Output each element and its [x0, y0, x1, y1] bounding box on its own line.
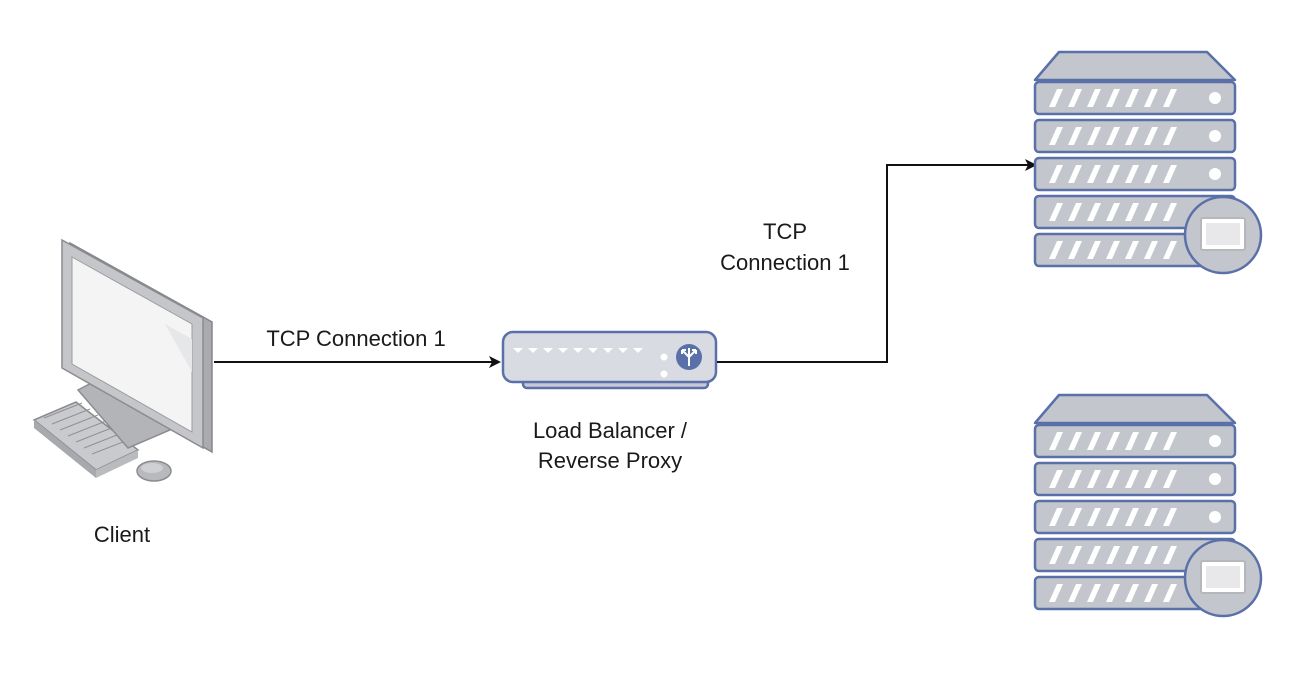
server-monitor-badge — [1183, 538, 1263, 618]
client-label: Client — [94, 522, 150, 547]
edge-lb-to-server — [717, 159, 1037, 363]
server-unit — [1033, 461, 1237, 497]
load-balancer-label-line2: Reverse Proxy — [538, 448, 682, 473]
load-balancer-icon — [501, 330, 718, 390]
keyboard-icon — [32, 401, 140, 478]
server-top-icon — [1033, 50, 1263, 275]
server-monitor-badge — [1183, 195, 1263, 275]
server-cap — [1033, 50, 1237, 82]
edge-client-to-lb-label: TCP Connection 1 — [266, 326, 445, 351]
server-cap — [1033, 393, 1237, 425]
load-balancer-label-line1: Load Balancer / — [533, 418, 688, 443]
server-unit — [1033, 423, 1237, 459]
server-unit — [1033, 156, 1237, 192]
edge-lb-to-server-label-line1: TCP — [763, 219, 807, 244]
mouse-icon — [136, 460, 172, 482]
client-computer-icon — [32, 238, 213, 482]
server-unit — [1033, 499, 1237, 535]
server-unit — [1033, 80, 1237, 116]
server-unit — [1033, 194, 1237, 230]
server-unit — [1033, 118, 1237, 154]
edge-lb-to-server-label-line2: Connection 1 — [720, 250, 850, 275]
server-bottom-icon — [1033, 393, 1263, 618]
